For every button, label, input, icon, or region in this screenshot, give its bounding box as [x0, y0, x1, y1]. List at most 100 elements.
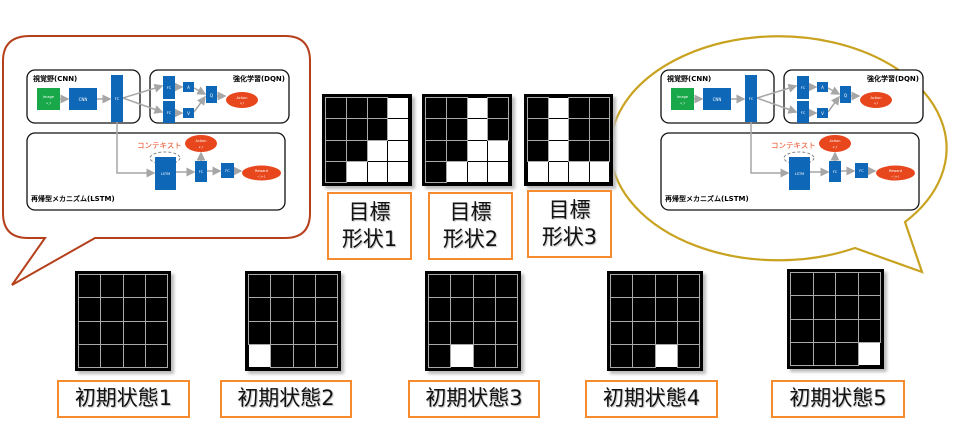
target-shape-label-1: 目標形状1	[327, 192, 412, 260]
cnn-block	[703, 88, 731, 110]
filled-cell	[858, 342, 880, 365]
fc-label: FC	[199, 170, 204, 174]
q-block	[206, 86, 217, 103]
empty-cell	[427, 273, 452, 299]
empty-cell	[100, 320, 124, 345]
empty-cell	[857, 295, 881, 320]
initial-state-label-2: 初期状態2	[220, 380, 352, 418]
empty-cell	[445, 96, 468, 120]
filled-cell	[346, 161, 367, 182]
empty-cell	[494, 297, 519, 322]
target-shape-label-3: 目標形状3	[527, 190, 612, 258]
empty-cell	[632, 297, 656, 322]
empty-cell	[77, 273, 102, 299]
empty-cell	[676, 297, 701, 322]
filled-cell	[467, 119, 488, 140]
label-line: 形状1	[341, 227, 398, 251]
fc-label: FC	[801, 86, 806, 90]
empty-cell	[292, 343, 316, 369]
empty-cell	[445, 139, 468, 162]
empty-cell	[270, 343, 294, 369]
action-prime-sub-label: a'_t	[833, 145, 837, 149]
empty-cell	[100, 297, 124, 322]
fc-block	[195, 161, 207, 182]
empty-cell	[568, 139, 590, 162]
empty-cell	[345, 139, 368, 162]
empty-cell	[292, 297, 316, 322]
initial-state-label-5: 初期状態5	[771, 380, 905, 418]
filled-cell	[548, 119, 568, 140]
empty-cell	[472, 343, 496, 369]
network-diagram-right: 視覚野(CNN) 強化学習(DQN) 再帰型メカニズム(LSTM) Image …	[660, 69, 924, 211]
empty-cell	[450, 297, 474, 322]
fc-label: FC	[801, 111, 806, 115]
initial-state-grid-3	[425, 271, 521, 371]
filled-cell	[488, 161, 508, 182]
empty-cell	[632, 273, 656, 299]
fc-block	[163, 76, 175, 99]
empty-cell	[270, 273, 294, 299]
filled-cell	[388, 98, 408, 119]
empty-cell	[450, 320, 474, 345]
label-line: 目標	[449, 199, 492, 224]
empty-cell	[676, 320, 701, 345]
empty-cell	[144, 273, 169, 299]
empty-cell	[427, 320, 452, 345]
a-label: A	[821, 85, 824, 90]
empty-cell	[609, 297, 634, 322]
filled-cell	[467, 98, 488, 119]
action-sub-label: a_t	[874, 101, 878, 105]
empty-cell	[609, 320, 634, 345]
filled-cell	[589, 161, 609, 182]
empty-cell	[812, 295, 836, 320]
action-sub-label: a_t	[240, 101, 244, 105]
empty-cell	[676, 273, 701, 299]
empty-cell	[835, 271, 859, 297]
cnn-label: CNN	[79, 97, 88, 102]
fc-label: FC	[833, 170, 838, 174]
action-prime-node	[185, 135, 217, 152]
empty-cell	[425, 96, 447, 120]
empty-cell	[494, 320, 519, 345]
filled-cell	[367, 140, 388, 161]
reward-sub-label: r'_t+1	[258, 175, 266, 179]
empty-cell	[812, 271, 836, 297]
empty-cell	[568, 96, 590, 120]
empty-cell	[425, 139, 447, 162]
empty-cell	[632, 320, 656, 345]
empty-cell	[588, 96, 610, 120]
empty-cell	[588, 118, 610, 141]
empty-cell	[345, 118, 368, 141]
action-label: Action	[871, 96, 882, 100]
empty-cell	[425, 118, 447, 141]
action-label: Action	[830, 139, 841, 143]
filled-cell	[388, 140, 408, 161]
empty-cell	[654, 297, 678, 322]
empty-cell	[857, 318, 881, 343]
context-label: コンテキスト	[771, 141, 816, 150]
reward-node	[876, 165, 915, 181]
fc-block	[163, 101, 175, 123]
label-line: 形状3	[541, 225, 598, 249]
empty-cell	[632, 343, 656, 369]
empty-cell	[77, 320, 102, 345]
fc-block	[829, 161, 841, 182]
image-block	[671, 88, 694, 110]
empty-cell	[100, 343, 124, 369]
empty-cell	[790, 318, 814, 343]
empty-cell	[527, 139, 549, 162]
empty-cell	[325, 96, 347, 120]
filled-cell	[388, 161, 408, 182]
empty-cell	[314, 273, 339, 299]
filled-cell	[548, 161, 568, 182]
empty-cell	[77, 343, 102, 369]
v-block	[183, 108, 194, 118]
dqn-box-title: 強化学習(DQN)	[867, 74, 919, 83]
action-label: Action	[196, 139, 207, 143]
a-label: A	[187, 85, 190, 90]
image-sub-label: o_t	[46, 101, 51, 105]
cnn-box-title: 視覚野(CNN)	[666, 74, 711, 83]
empty-cell	[144, 320, 169, 345]
empty-cell	[325, 139, 347, 162]
